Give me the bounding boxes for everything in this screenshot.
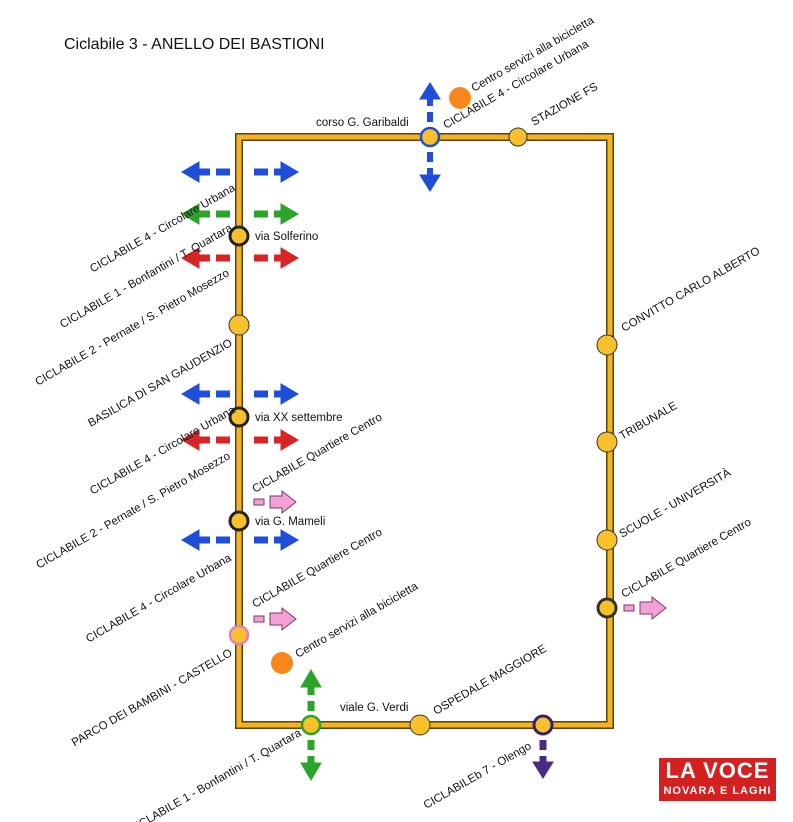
la-voce-logo: LA VOCE NOVARA E LAGHI [659,758,776,801]
stop-basilica[interactable] [228,314,250,336]
xx-red-arrows [181,429,299,451]
logo-subtitle: NOVARA E LAGHI [663,785,772,797]
stop-solferino[interactable] [228,225,250,247]
street-xx-settembre: via XX settembre [255,412,343,424]
street-solferino: via Solferino [255,231,318,243]
right-pink-arrow [623,595,667,621]
mameli-pink-arrow [253,489,297,515]
loop-route-outline [235,133,614,729]
stop-mameli[interactable] [228,510,250,532]
street-mameli: via G. Mameli [255,516,325,528]
map-title: Ciclabile 3 - ANELLO DEI BASTIONI [64,36,325,53]
service-center-bottom[interactable] [271,652,293,674]
loop-route [236,134,613,728]
olengo-purple-arrow [532,740,554,779]
route-c4-mameli-label: CICLABILE 4 - Circolare Urbana [84,552,234,645]
stop-ospedale[interactable] [409,714,431,736]
service-center-top[interactable] [449,87,471,109]
stop-parco-label: PARCO DEI BAMBINI - CASTELLO [70,647,235,749]
stop-verdi[interactable] [300,714,322,736]
stop-ospedale-label: OSPEDALE MAGGIORE [432,643,550,718]
stop-xx-settembre[interactable] [228,406,250,428]
stop-tribunale-label: TRIBUNALE [618,400,680,443]
stop-scuole[interactable] [596,529,618,551]
route-c1-verdi-label: CICLABILE 1 - Bonfantini / T. Quartara [127,727,304,822]
stop-convitto-label: CONVITTO CARLO ALBERTO [620,245,763,334]
parco-pink-arrow [253,606,297,632]
route-qc-parco-label: CICLABILE Quartiere Centro [251,526,385,610]
route-c4-top-label: CICLABILE 4 - Circolare Urbana [442,38,592,131]
service-center-bottom-label: Centro servizi alla bicicletta [294,580,421,660]
garibaldi-blue-arrows [419,82,441,192]
verdi-green-arrows [300,669,322,781]
stop-stazione-fs-label: STAZIONE FS [530,81,601,129]
xx-blue-arrows [181,383,299,405]
stop-tribunale[interactable] [596,431,618,453]
stop-garibaldi[interactable] [419,126,441,148]
stop-quartiere-right[interactable] [596,597,618,619]
route-qc-mameli-label: CICLABILE Quartiere Centro [251,411,385,495]
solferino-blue-arrows [181,161,299,183]
stop-scuole-label: SCUOLE - UNIVERSITÀ [617,466,733,541]
stop-olengo[interactable] [532,714,554,736]
mameli-blue-arrows [181,529,299,551]
stop-stazione-fs[interactable] [508,127,528,147]
solferino-green-arrows [181,203,299,225]
street-verdi: viale G. Verdi [340,702,408,714]
stop-convitto[interactable] [596,334,618,356]
logo-name: LA VOCE [665,758,770,783]
stop-parco-bambini[interactable] [228,624,250,646]
solferino-red-arrows [181,247,299,269]
route-c7-olengo-label: CICLABILEb 7 - Olengo [422,740,534,811]
street-garibaldi: corso G. Garibaldi [316,117,409,129]
